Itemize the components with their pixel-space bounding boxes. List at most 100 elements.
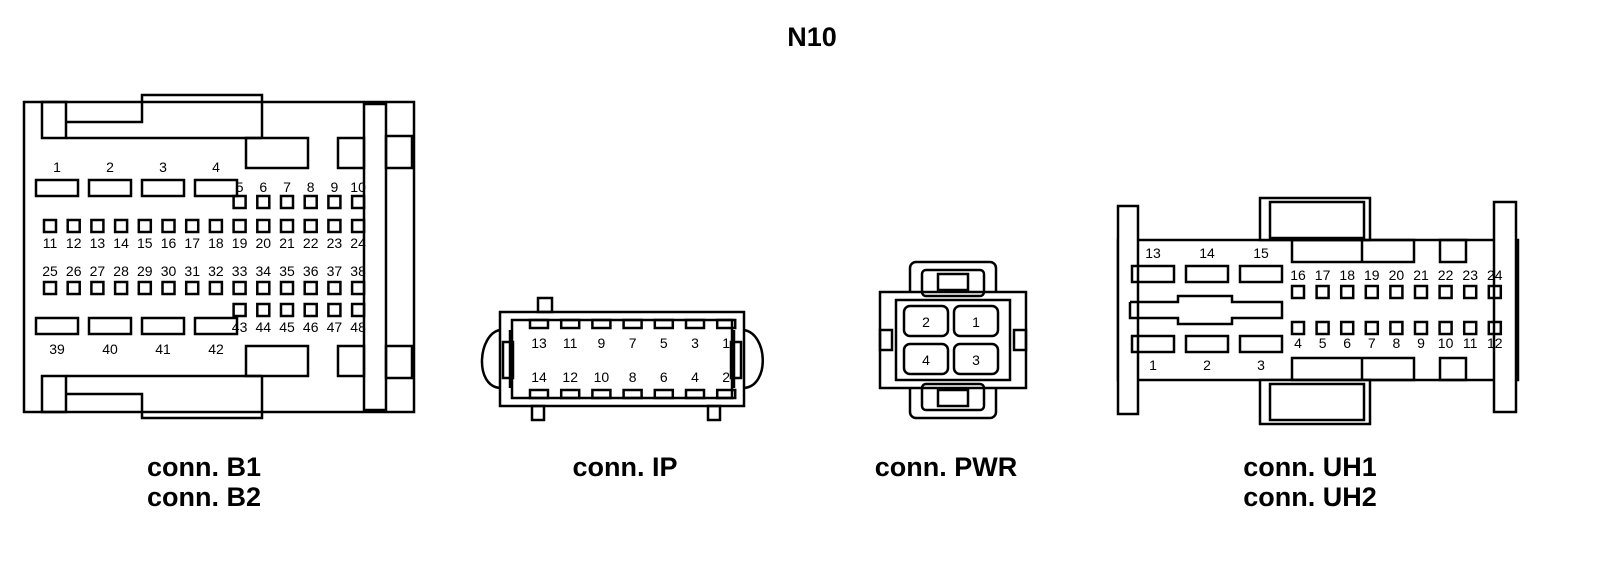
cavity [34,178,80,198]
cavity [1315,284,1330,300]
cavity [1238,334,1284,354]
pin-label: 22 [1438,267,1454,283]
pin-label: 43 [232,319,248,335]
cavity [256,218,271,234]
pin-label: 20 [1389,267,1405,283]
cavity [256,302,271,318]
cavity [350,218,366,234]
connector-pwr-body [878,260,1028,420]
caption-conn-uh2: conn. UH2 [1243,482,1377,512]
pin-label: 20 [256,235,272,251]
pin-label: 4 [691,369,699,385]
pin-label: 3 [1257,357,1265,373]
cavity [1339,284,1355,300]
cavity [90,218,105,234]
cavity [1413,320,1429,336]
pin-label: 48 [350,319,366,335]
pin-label: 14 [113,235,129,251]
pin-label: 47 [327,319,343,335]
connector-uh-body [1116,196,1520,426]
pin-label: 18 [208,235,224,251]
cavity [327,280,342,296]
pin-label: 19 [232,235,248,251]
cavity [208,280,224,296]
pin-label: 9 [1417,335,1425,351]
pin-label: 23 [1462,267,1478,283]
pin-label: 3 [972,352,980,368]
pin-label: 17 [1315,267,1331,283]
pin-label: 10 [350,179,366,195]
cavity [113,218,129,234]
cavity [184,218,200,234]
caption-conn-ip: conn. IP [572,452,677,482]
pin-label: 35 [279,263,295,279]
cavity [1130,264,1176,284]
pin-label: 14 [531,369,547,385]
pin-label: 44 [256,319,272,335]
pin-label: 8 [1393,335,1401,351]
cavity [232,194,247,210]
pin-label: 37 [327,263,343,279]
cavity [350,194,366,210]
pin-label: 10 [594,369,610,385]
pin-label: 4 [922,352,930,368]
cavity [161,280,176,296]
cavity [66,218,81,234]
pin-label: 1 [1149,357,1157,373]
cavity [528,388,550,400]
pin-label: 45 [279,319,295,335]
pin-label: 30 [161,263,177,279]
pin-label: 22 [303,235,319,251]
pin-label: 4 [212,159,220,175]
cavity [902,342,950,376]
pin-label: 2 [106,159,114,175]
pin-label: 16 [1290,267,1306,283]
caption-conn-uh1: conn. UH1 [1243,452,1377,482]
pin-label: 6 [1343,335,1351,351]
pin-label: 2 [1203,357,1211,373]
cavity [232,302,247,318]
pin-label: 21 [279,235,295,251]
pin-label: 11 [1463,335,1478,351]
cavity [653,318,675,330]
pin-label: 9 [598,335,606,351]
cavity [1290,320,1306,336]
cavity [1487,284,1503,300]
pin-label: 6 [660,369,668,385]
cavity [232,280,247,296]
cavity [1290,284,1306,300]
cavity [1462,320,1478,336]
cavity [1487,320,1503,336]
cavity [684,388,706,400]
pin-label: 26 [66,263,82,279]
pin-label: 7 [283,179,291,195]
pin-label: 4 [1294,335,1302,351]
cavity [113,280,129,296]
pin-label: 13 [531,335,547,351]
pin-label: 9 [331,179,339,195]
cavity [1339,320,1355,336]
pin-label: 15 [137,235,153,251]
connector-pwr-cavities [902,304,1000,376]
pin-label: 12 [562,369,578,385]
cavity [1438,320,1453,336]
cavity [140,178,186,198]
pin-label: 18 [1339,267,1355,283]
cavity [42,218,58,234]
cavity [1438,284,1453,300]
cavity [303,302,318,318]
cavity [1238,264,1284,284]
cavity [327,302,342,318]
caption-conn-b2: conn. B2 [147,482,261,512]
pin-label: 27 [90,263,106,279]
cavity [1364,284,1380,300]
cavity [1389,320,1404,336]
pin-label: 8 [629,369,637,385]
pin-label: 25 [42,263,58,279]
cavity [327,194,342,210]
cavity [559,388,581,400]
connector-ip-cavities [528,318,737,400]
cavity [1315,320,1330,336]
